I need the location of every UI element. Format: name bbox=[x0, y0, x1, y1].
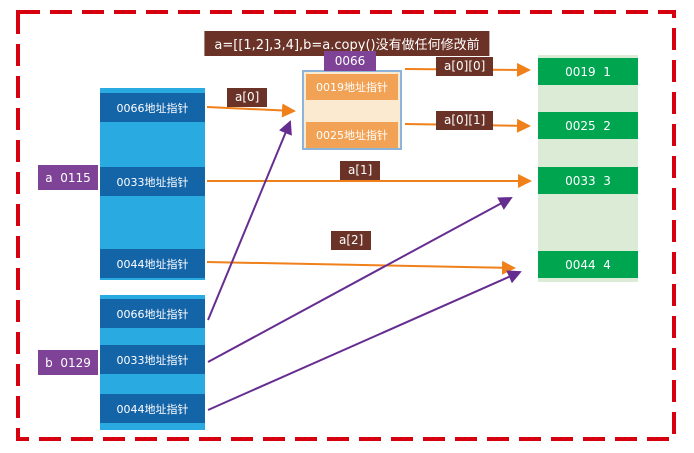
arrow-b1 bbox=[207, 197, 513, 363]
list-b-cell-2: 0044地址指针 bbox=[100, 394, 205, 423]
value-cell-0019: 0019 1 bbox=[538, 58, 638, 85]
arrow-label-a2: a[2] bbox=[331, 231, 372, 250]
inner-list-cell-1: 0025地址指针 bbox=[306, 122, 398, 148]
var-a-label: a 0115 bbox=[38, 165, 98, 190]
value-memory-box: 0019 1 0025 2 0033 3 0044 4 bbox=[538, 55, 638, 282]
inner-list-box: 0019地址指针 0025地址指针 bbox=[302, 70, 402, 150]
arrow-b0 bbox=[207, 120, 292, 321]
list-a-cell-1: 0033地址指针 bbox=[100, 167, 205, 196]
arrow-b2 bbox=[207, 270, 522, 411]
inner-list-cell-0: 0019地址指针 bbox=[306, 74, 398, 100]
list-a-cell-2: 0044地址指针 bbox=[100, 249, 205, 278]
inner-list-address-label: 0066 bbox=[324, 51, 376, 71]
list-b-cell-0: 0066地址指针 bbox=[100, 299, 205, 328]
list-b-cell-1: 0033地址指针 bbox=[100, 345, 205, 374]
var-b-label: b 0129 bbox=[38, 350, 98, 375]
arrow-label-a1: a[1] bbox=[340, 161, 381, 180]
arrow-label-a01: a[0][1] bbox=[436, 111, 494, 130]
value-cell-0033: 0033 3 bbox=[538, 167, 638, 194]
value-cell-0025: 0025 2 bbox=[538, 112, 638, 139]
value-cell-0044: 0044 4 bbox=[538, 251, 638, 278]
arrow-a2 bbox=[206, 260, 516, 275]
list-a-box: 0066地址指针 0033地址指针 0044地址指针 bbox=[100, 88, 205, 280]
list-a-cell-0: 0066地址指针 bbox=[100, 93, 205, 122]
arrow-a0 bbox=[206, 103, 296, 118]
list-b-box: 0066地址指针 0033地址指针 0044地址指针 bbox=[100, 295, 205, 430]
arrow-label-a00: a[0][0] bbox=[436, 57, 494, 76]
arrow-label-a0: a[0] bbox=[227, 88, 268, 107]
